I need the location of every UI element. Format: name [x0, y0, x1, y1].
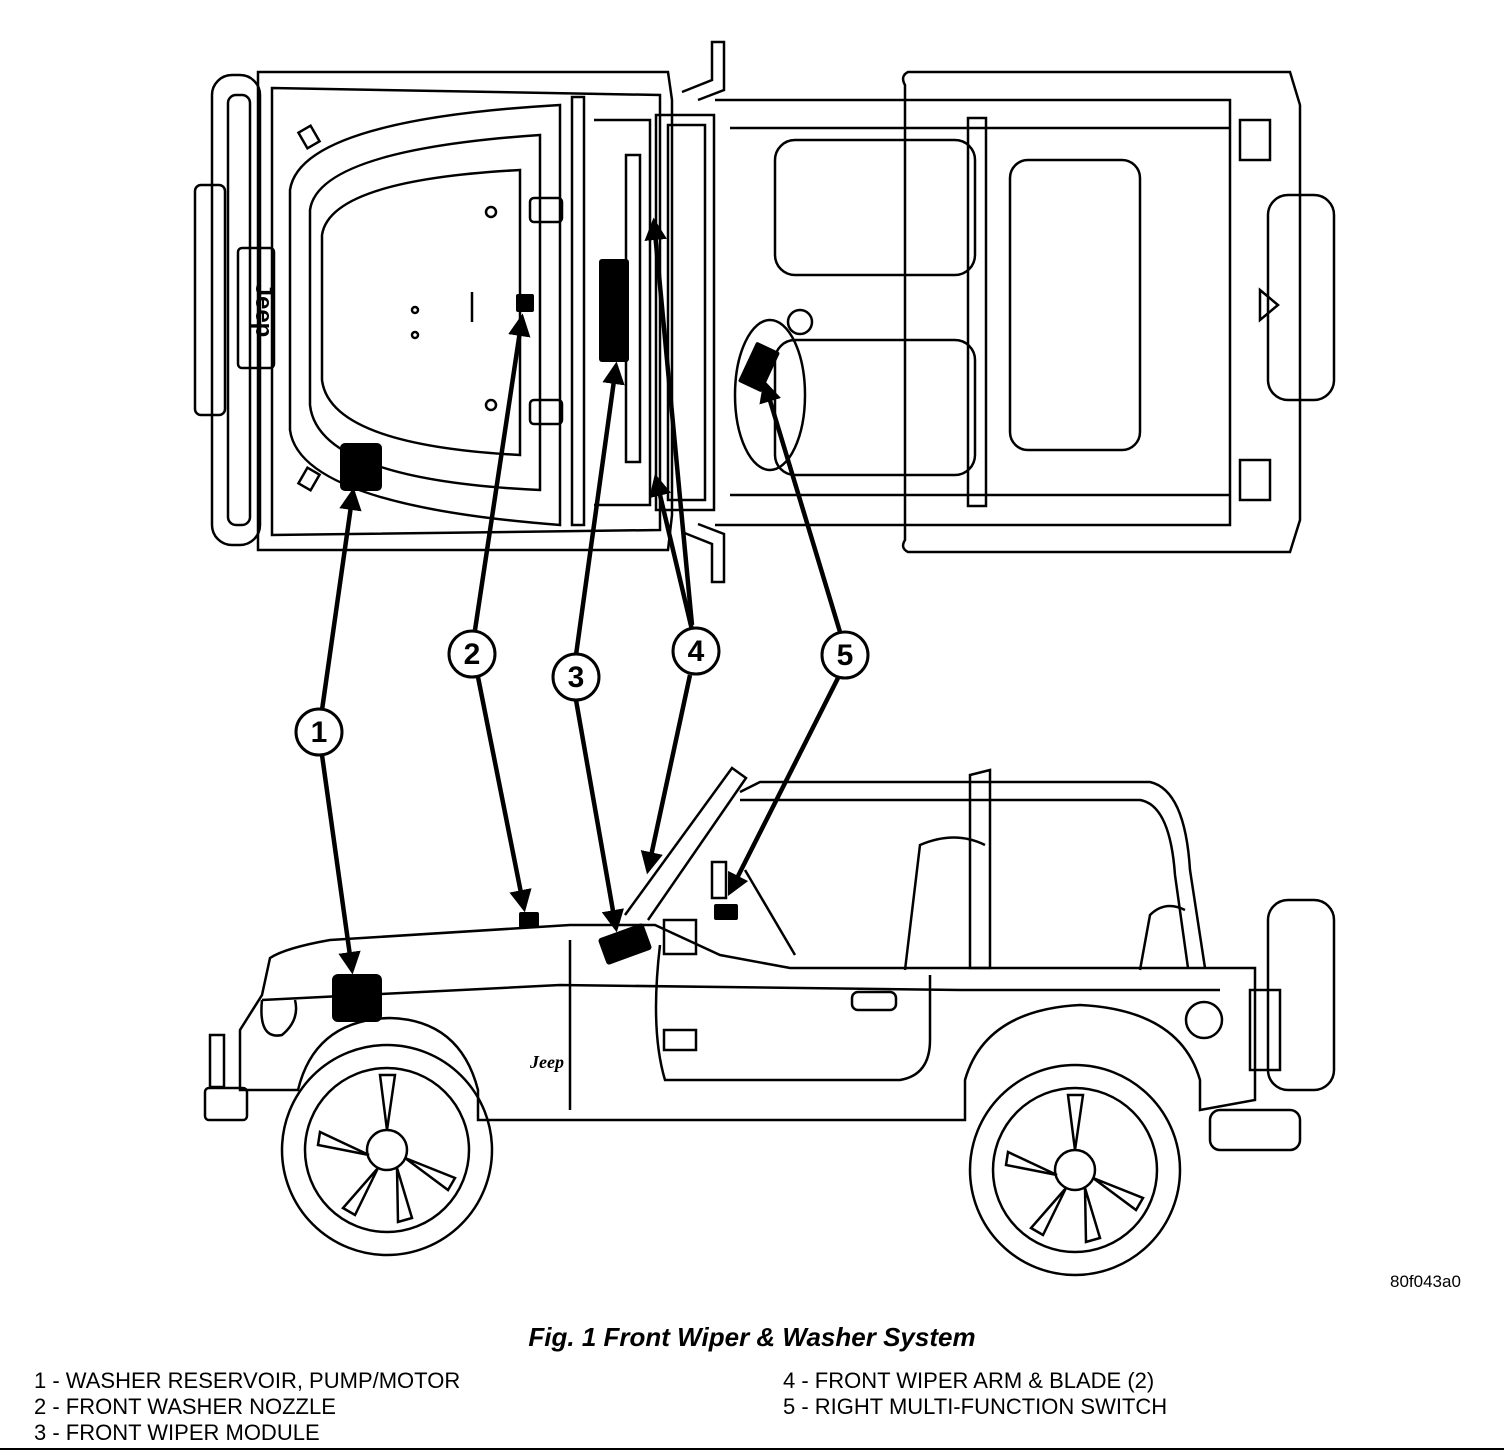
legend-item: 1 - WASHER RESERVOIR, PUMP/MOTOR: [34, 1368, 461, 1393]
multifunction-switch-top: [738, 342, 780, 392]
washer-reservoir-top: [340, 443, 382, 491]
figure-caption: Fig. 1 Front Wiper & Washer System: [528, 1322, 976, 1352]
callout-1-label: 1: [311, 716, 328, 749]
callout-1: 1: [294, 707, 344, 757]
vehicle-diagram: Jeep: [193, 40, 1336, 1277]
callout-5: 5: [820, 630, 870, 680]
washer-reservoir-side: [332, 974, 382, 1022]
side-badge: Jeep: [529, 1052, 564, 1072]
legend-item: 5 - RIGHT MULTI-FUNCTION SWITCH: [783, 1394, 1168, 1419]
figure-id: 80f043a0: [1390, 1272, 1461, 1291]
leader-lines: [319, 217, 843, 975]
multifunction-switch-side: [714, 904, 738, 920]
callout-3: 3: [551, 652, 601, 702]
side-view-vehicle: [203, 766, 1336, 1277]
bottom-rule: [0, 1448, 1504, 1450]
legend-item: 2 - FRONT WASHER NOZZLE: [34, 1394, 336, 1419]
washer-nozzle-side: [519, 912, 539, 928]
legend-item: 3 - FRONT WIPER MODULE: [34, 1420, 320, 1445]
legend-left: 1 - WASHER RESERVOIR, PUMP/MOTOR 2 - FRO…: [34, 1368, 460, 1446]
wiper-module-side: [598, 923, 652, 965]
legend-item: 4 - FRONT WIPER ARM & BLADE (2): [783, 1368, 1155, 1393]
callout-2: 2: [447, 629, 497, 679]
hood-logo: Jeep: [250, 283, 277, 338]
callout-4-label: 4: [688, 635, 705, 668]
callout-2-label: 2: [464, 638, 481, 671]
callout-5-label: 5: [837, 639, 854, 672]
legend-right: 4 - FRONT WIPER ARM & BLADE (2) 5 - RIGH…: [783, 1368, 1167, 1420]
callout-4: 4: [671, 626, 721, 676]
washer-nozzle-top: [516, 294, 534, 312]
wiper-module-top: [599, 259, 629, 362]
top-view-vehicle: [193, 40, 1336, 584]
callout-3-label: 3: [568, 661, 585, 694]
